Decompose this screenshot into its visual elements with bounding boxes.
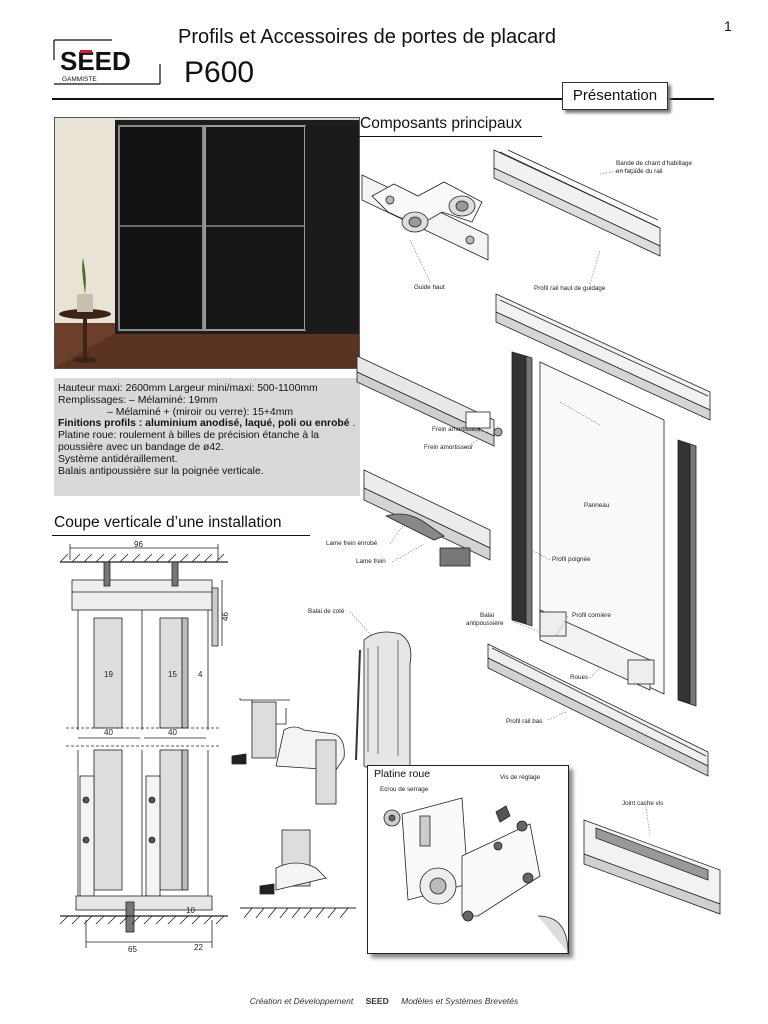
platine-illustration	[383, 797, 569, 954]
spec-line: Système antidéraillement.	[58, 453, 178, 465]
footer: Création et Développement SEED Modèles e…	[0, 996, 768, 1006]
components-heading-rule	[356, 136, 542, 137]
label-rail-haut: Profil rail haut de guidage	[534, 285, 606, 292]
wardrobe-illustration	[55, 118, 359, 368]
label-balai: Balai	[480, 612, 495, 619]
label-bande-2: en façade du rail	[616, 168, 663, 175]
dim-15: 15	[168, 670, 177, 679]
footer-logo: SEED	[365, 996, 389, 1006]
wardrobe-photo	[54, 117, 360, 369]
platine-roue-detail: Platine roue Ecrou de serrage Vis de rég…	[367, 765, 569, 954]
spec-finishes-prefix: Finitions profils :	[58, 418, 146, 430]
label-lame-enrobe: Lame frein enrobé	[326, 540, 378, 547]
spec-line: poussière avec un bandage de ø42.	[58, 441, 224, 453]
label-frein-1: Frein amortisseur	[432, 426, 481, 433]
dim-46: 46	[220, 612, 230, 621]
dim-22: 22	[194, 943, 203, 952]
platine-vis-label: Vis de réglage	[500, 774, 541, 781]
spec-line: Platine roue: roulement à billes de préc…	[58, 430, 320, 442]
dim-19: 19	[104, 670, 113, 679]
dim-40b: 40	[168, 728, 177, 737]
logo-text: SEED	[60, 46, 131, 76]
platine-ecrou-label: Ecrou de serrage	[380, 786, 429, 793]
dim-4: 4	[198, 670, 203, 679]
spec-line: – Mélaminé + (miroir ou verre): 15+4mm	[58, 406, 294, 418]
components-heading: Composants principaux	[360, 115, 522, 132]
footer-right: Modèles et Systèmes Brevetés	[401, 996, 519, 1006]
brand-logo: SEED GAMMISTE	[52, 38, 162, 86]
header-rule	[52, 98, 714, 100]
logo-subtext: GAMMISTE	[62, 76, 97, 83]
label-poignee: Profil poignée	[552, 556, 591, 563]
label-corniere: Profil cornière	[572, 612, 611, 619]
spec-line: Remplissages: – Mélaminé: 19mm	[58, 394, 218, 406]
spec-finishes-bold: aluminium anodisé, laqué, poli ou enrobé	[145, 418, 350, 430]
label-bande: Bande de chant d’habillage	[616, 160, 692, 167]
dim-65: 65	[128, 945, 137, 954]
dim-96: 96	[134, 540, 143, 549]
page-number: 1	[724, 18, 732, 34]
label-panneau: Panneau	[584, 502, 610, 509]
label-joint: Joint cache vis	[622, 800, 664, 807]
label-roues: Roues	[570, 674, 589, 681]
label-balai-2: antipoussière	[466, 620, 504, 627]
label-frein-2: Frein amortisseur	[424, 444, 473, 451]
dim-40a: 40	[104, 728, 113, 737]
label-balai-cote: Balai de coté	[308, 608, 345, 615]
footer-left: Création et Développement	[249, 996, 354, 1006]
spec-line: Balais antipoussière sur la poignée vert…	[58, 465, 264, 477]
platine-title: Platine roue	[374, 768, 431, 780]
specifications-box: Hauteur maxi: 2600mm Largeur mini/maxi: …	[54, 378, 360, 496]
label-rail-bas: Profil rail bas	[506, 718, 543, 725]
label-guide-haut: Guide haut	[414, 284, 445, 291]
spec-finishes-suffix: .	[349, 418, 356, 430]
logo-mark: SEED GAMMISTE	[53, 39, 161, 85]
label-lame: Lame frein	[356, 558, 386, 565]
page-title: Profils et Accessoires de portes de plac…	[178, 26, 556, 48]
cut-heading: Coupe verticale d’une installation	[54, 514, 282, 531]
spec-line: Hauteur maxi: 2600mm Largeur mini/maxi: …	[58, 383, 318, 394]
section-badge: Présentation	[562, 82, 668, 110]
dim-10: 10	[186, 906, 195, 915]
cut-heading-rule	[52, 535, 310, 536]
model-name: P600	[184, 56, 255, 89]
spec-line-finishes: Finitions profils : aluminium anodisé, l…	[58, 418, 360, 430]
